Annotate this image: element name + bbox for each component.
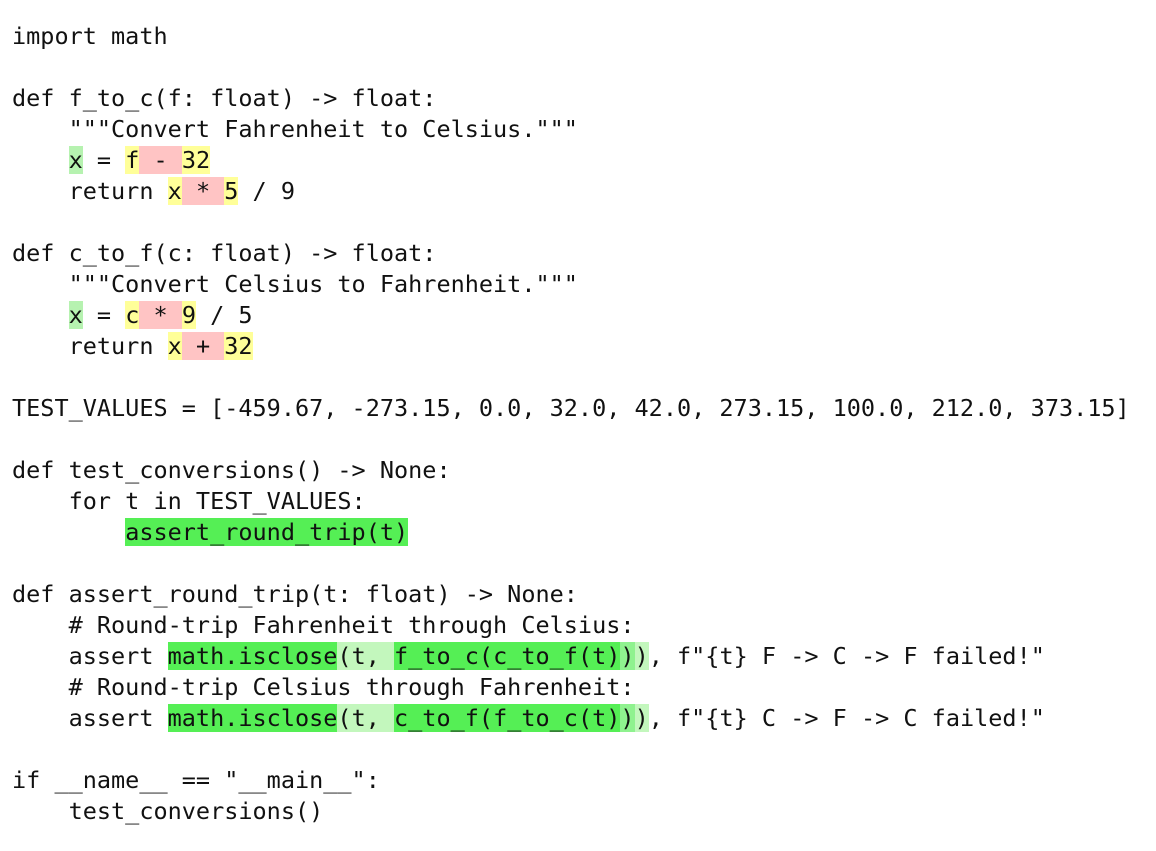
code-line: for t in TEST_VALUES:: [12, 486, 1130, 517]
highlighted-token: (t,: [337, 704, 395, 732]
highlighted-token: 32: [224, 332, 253, 360]
highlighted-token: f: [125, 146, 140, 174]
code-text: , f"{t} C -> F -> C failed!": [648, 704, 1045, 732]
code-line: def f_to_c(f: float) -> float:: [12, 83, 1130, 114]
highlighted-token: c_to_f(t): [493, 642, 621, 670]
highlighted-token: (t,: [337, 642, 395, 670]
code-line: TEST_VALUES = [-459.67, -273.15, 0.0, 32…: [12, 393, 1130, 424]
code-text: =: [82, 146, 126, 174]
code-text: for t in TEST_VALUES:: [12, 487, 366, 515]
code-text: [12, 518, 125, 546]
code-line: if __name__ == "__main__":: [12, 765, 1130, 796]
code-line: def assert_round_trip(t: float) -> None:: [12, 579, 1130, 610]
highlighted-token: -: [139, 146, 182, 174]
code-text: return: [12, 332, 168, 360]
code-text: , f"{t} F -> C -> F failed!": [648, 642, 1045, 670]
code-line: # Round-trip Celsius through Fahrenheit:: [12, 672, 1130, 703]
highlighted-token: *: [139, 301, 182, 329]
highlighted-token: 9: [181, 301, 196, 329]
highlighted-token: ): [620, 642, 635, 670]
code-text: TEST_VALUES = [-459.67, -273.15, 0.0, 32…: [12, 394, 1130, 422]
highlighted-token: assert_round_trip(t): [125, 518, 409, 546]
code-text: test_conversions(): [12, 797, 324, 825]
code-text: / 5: [195, 301, 253, 329]
highlighted-token: ): [634, 704, 649, 732]
highlighted-token: ): [620, 704, 635, 732]
code-text: [12, 301, 69, 329]
code-text: def c_to_f(c: float) -> float:: [12, 239, 437, 267]
highlighted-token: *: [181, 177, 225, 205]
code-line: # Round-trip Fahrenheit through Celsius:: [12, 610, 1130, 641]
code-line: [12, 424, 1130, 455]
highlighted-token: f_to_c(t): [493, 704, 621, 732]
code-text: =: [82, 301, 126, 329]
code-line: """Convert Fahrenheit to Celsius.""": [12, 114, 1130, 145]
code-text: """Convert Celsius to Fahrenheit.""": [12, 270, 578, 298]
code-line: assert math.isclose(t, f_to_c(c_to_f(t))…: [12, 641, 1130, 672]
highlighted-token: 32: [181, 146, 211, 174]
code-line: x = f - 32: [12, 145, 1130, 176]
code-line: test_conversions(): [12, 796, 1130, 827]
highlighted-token: x: [68, 301, 83, 329]
highlighted-token: x: [167, 177, 182, 205]
code-text: assert: [12, 642, 168, 670]
highlighted-token: x: [68, 146, 83, 174]
code-text: import math: [12, 22, 168, 50]
code-text: return: [12, 177, 168, 205]
highlighted-token: f_to_c(: [394, 642, 494, 670]
code-text: def f_to_c(f: float) -> float:: [12, 84, 437, 112]
code-line: assert_round_trip(t): [12, 517, 1130, 548]
highlighted-token: c: [125, 301, 140, 329]
code-line: def c_to_f(c: float) -> float:: [12, 238, 1130, 269]
code-text: assert: [12, 704, 168, 732]
code-text: if __name__ == "__main__":: [12, 766, 380, 794]
code-line: [12, 734, 1130, 765]
code-text: [12, 146, 69, 174]
code-line: def test_conversions() -> None:: [12, 455, 1130, 486]
code-line: import math: [12, 21, 1130, 52]
code-line: assert math.isclose(t, c_to_f(f_to_c(t))…: [12, 703, 1130, 734]
highlighted-token: math.isclose: [167, 642, 338, 670]
code-line: return x * 5 / 9: [12, 176, 1130, 207]
highlighted-token: math.isclose: [167, 704, 338, 732]
highlighted-token: ): [634, 642, 649, 670]
highlighted-token: +: [181, 332, 225, 360]
code-text: # Round-trip Fahrenheit through Celsius:: [12, 611, 635, 639]
code-text: def assert_round_trip(t: float) -> None:: [12, 580, 578, 608]
code-text: """Convert Fahrenheit to Celsius.""": [12, 115, 578, 143]
code-line: """Convert Celsius to Fahrenheit.""": [12, 269, 1130, 300]
code-line: [12, 362, 1130, 393]
code-line: [12, 207, 1130, 238]
code-text: def test_conversions() -> None:: [12, 456, 451, 484]
code-line: return x + 32: [12, 331, 1130, 362]
code-text: / 9: [238, 177, 295, 205]
highlighted-token: 5: [224, 177, 239, 205]
code-line: x = c * 9 / 5: [12, 300, 1130, 331]
code-line: [12, 548, 1130, 579]
highlighted-token: x: [167, 332, 182, 360]
code-view: import math def f_to_c(f: float) -> float…: [12, 21, 1130, 827]
code-line: [12, 52, 1130, 83]
code-text: # Round-trip Celsius through Fahrenheit:: [12, 673, 635, 701]
highlighted-token: c_to_f(: [394, 704, 494, 732]
